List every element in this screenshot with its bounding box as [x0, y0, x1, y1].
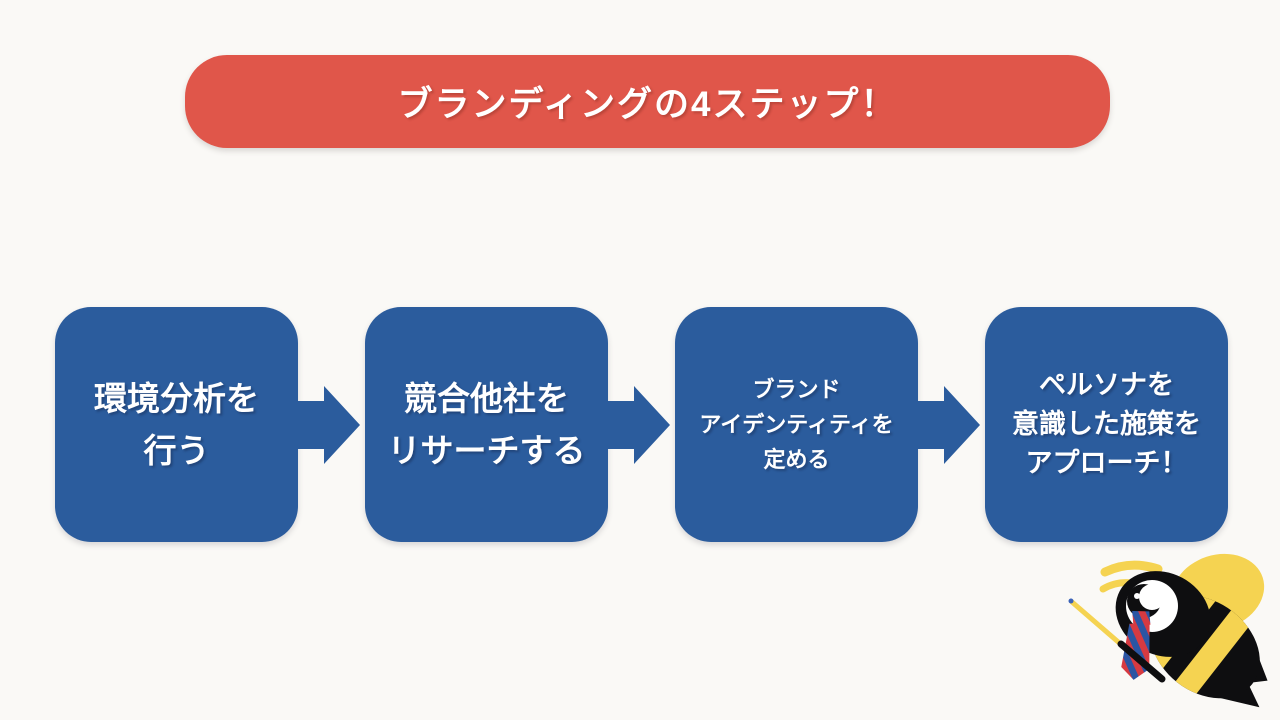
step-line: 環境分析を — [94, 380, 259, 418]
steps-flow: 環境分析を 行う 競合他社を リサーチする ブランド アイデンティティを 定める — [55, 307, 1228, 542]
step-line: アイデンティティを — [699, 411, 894, 437]
flow-arrow-1 — [298, 307, 365, 542]
right-arrow-icon — [918, 385, 980, 464]
step-line: 行う — [143, 431, 210, 469]
step-line: 競合他社を — [404, 380, 569, 418]
bee-antenna — [1100, 560, 1163, 577]
step-box-brand-identity: ブランド アイデンティティを 定める — [675, 307, 918, 542]
right-arrow-icon — [608, 385, 670, 464]
page-title: ブランディングの4ステップ！ — [397, 85, 898, 124]
step-box-competitor-research: 競合他社を リサーチする — [365, 307, 608, 542]
step-line: リサーチする — [387, 431, 586, 469]
pointer-stick — [1068, 598, 1166, 683]
step-line: ペルソナを — [1039, 369, 1174, 400]
right-arrow-icon — [298, 385, 360, 464]
step-box-environment-analysis: 環境分析を 行う — [55, 307, 298, 542]
step-line: 意識した施策を — [1012, 408, 1201, 439]
step-box-persona-approach: ペルソナを 意識した施策を アプローチ！ — [985, 307, 1228, 542]
step-line: 定める — [763, 447, 830, 473]
step-line: ブランド — [752, 376, 841, 402]
title-banner: ブランディングの4ステップ！ — [185, 55, 1110, 148]
flow-arrow-2 — [608, 307, 675, 542]
step-line: アプローチ！ — [1025, 448, 1188, 479]
flow-arrow-3 — [918, 307, 985, 542]
bee-mascot-icon — [1068, 553, 1268, 717]
